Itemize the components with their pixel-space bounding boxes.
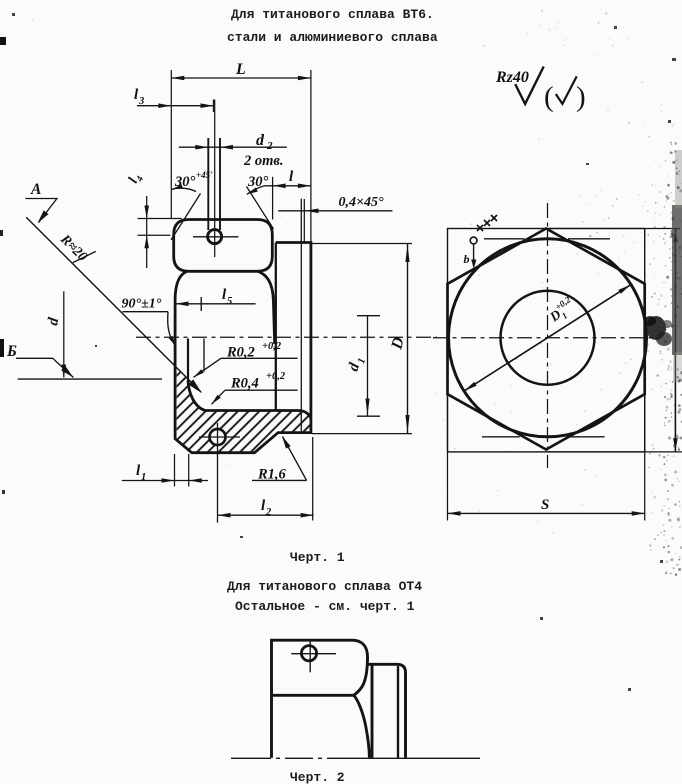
svg-text:b: b — [464, 252, 470, 266]
svg-text:R1,6: R1,6 — [257, 467, 287, 483]
svg-text:3: 3 — [138, 96, 144, 107]
svg-text:Черт. 2: Черт. 2 — [290, 770, 345, 784]
svg-text:l: l — [289, 169, 294, 185]
svg-text:D: D — [388, 335, 408, 352]
svg-text:d: d — [45, 316, 62, 327]
svg-text:l: l — [126, 176, 141, 186]
svg-text:l: l — [261, 498, 266, 514]
svg-text:): ) — [576, 81, 586, 113]
svg-text:l: l — [136, 463, 141, 479]
svg-text:30°: 30° — [174, 174, 196, 190]
svg-text:0,4×45°: 0,4×45° — [339, 195, 384, 210]
svg-text:Черт. 1: Черт. 1 — [290, 550, 345, 565]
svg-text:стали и алюминиевого сплава: стали и алюминиевого сплава — [227, 30, 438, 45]
svg-text:2: 2 — [265, 507, 272, 518]
svg-text:А: А — [30, 181, 41, 198]
svg-text:Остальное - см. черт. 1: Остальное - см. черт. 1 — [235, 599, 415, 614]
svg-text:+45': +45' — [196, 170, 213, 180]
svg-text:R0,4: R0,4 — [230, 376, 259, 392]
svg-text:L: L — [235, 61, 246, 78]
svg-text:(: ( — [544, 81, 554, 113]
svg-text:R0,2: R0,2 — [226, 345, 255, 361]
svg-text:Б: Б — [6, 343, 17, 360]
svg-text:1: 1 — [141, 472, 146, 483]
svg-text:l: l — [222, 287, 227, 303]
svg-text:d: d — [256, 132, 265, 149]
svg-text:2: 2 — [266, 140, 273, 152]
svg-text:+0,2: +0,2 — [262, 341, 282, 352]
svg-text:+0,2: +0,2 — [266, 371, 286, 382]
svg-text:2 отв.: 2 отв. — [243, 153, 284, 169]
svg-text:Rz40: Rz40 — [495, 69, 529, 86]
svg-text:l: l — [134, 87, 139, 103]
svg-text:5: 5 — [227, 296, 232, 307]
svg-text:Для титанового сплава ОТ4: Для титанового сплава ОТ4 — [227, 579, 422, 594]
svg-text:4: 4 — [135, 175, 147, 185]
svg-text:90°±1°: 90°±1° — [122, 297, 162, 312]
svg-text:1: 1 — [560, 310, 570, 321]
svg-text:S: S — [541, 497, 549, 513]
svg-text:1: 1 — [356, 357, 368, 365]
svg-text:Для титанового сплава ВТ6.: Для титанового сплава ВТ6. — [231, 7, 434, 22]
svg-text:30°: 30° — [247, 174, 269, 190]
